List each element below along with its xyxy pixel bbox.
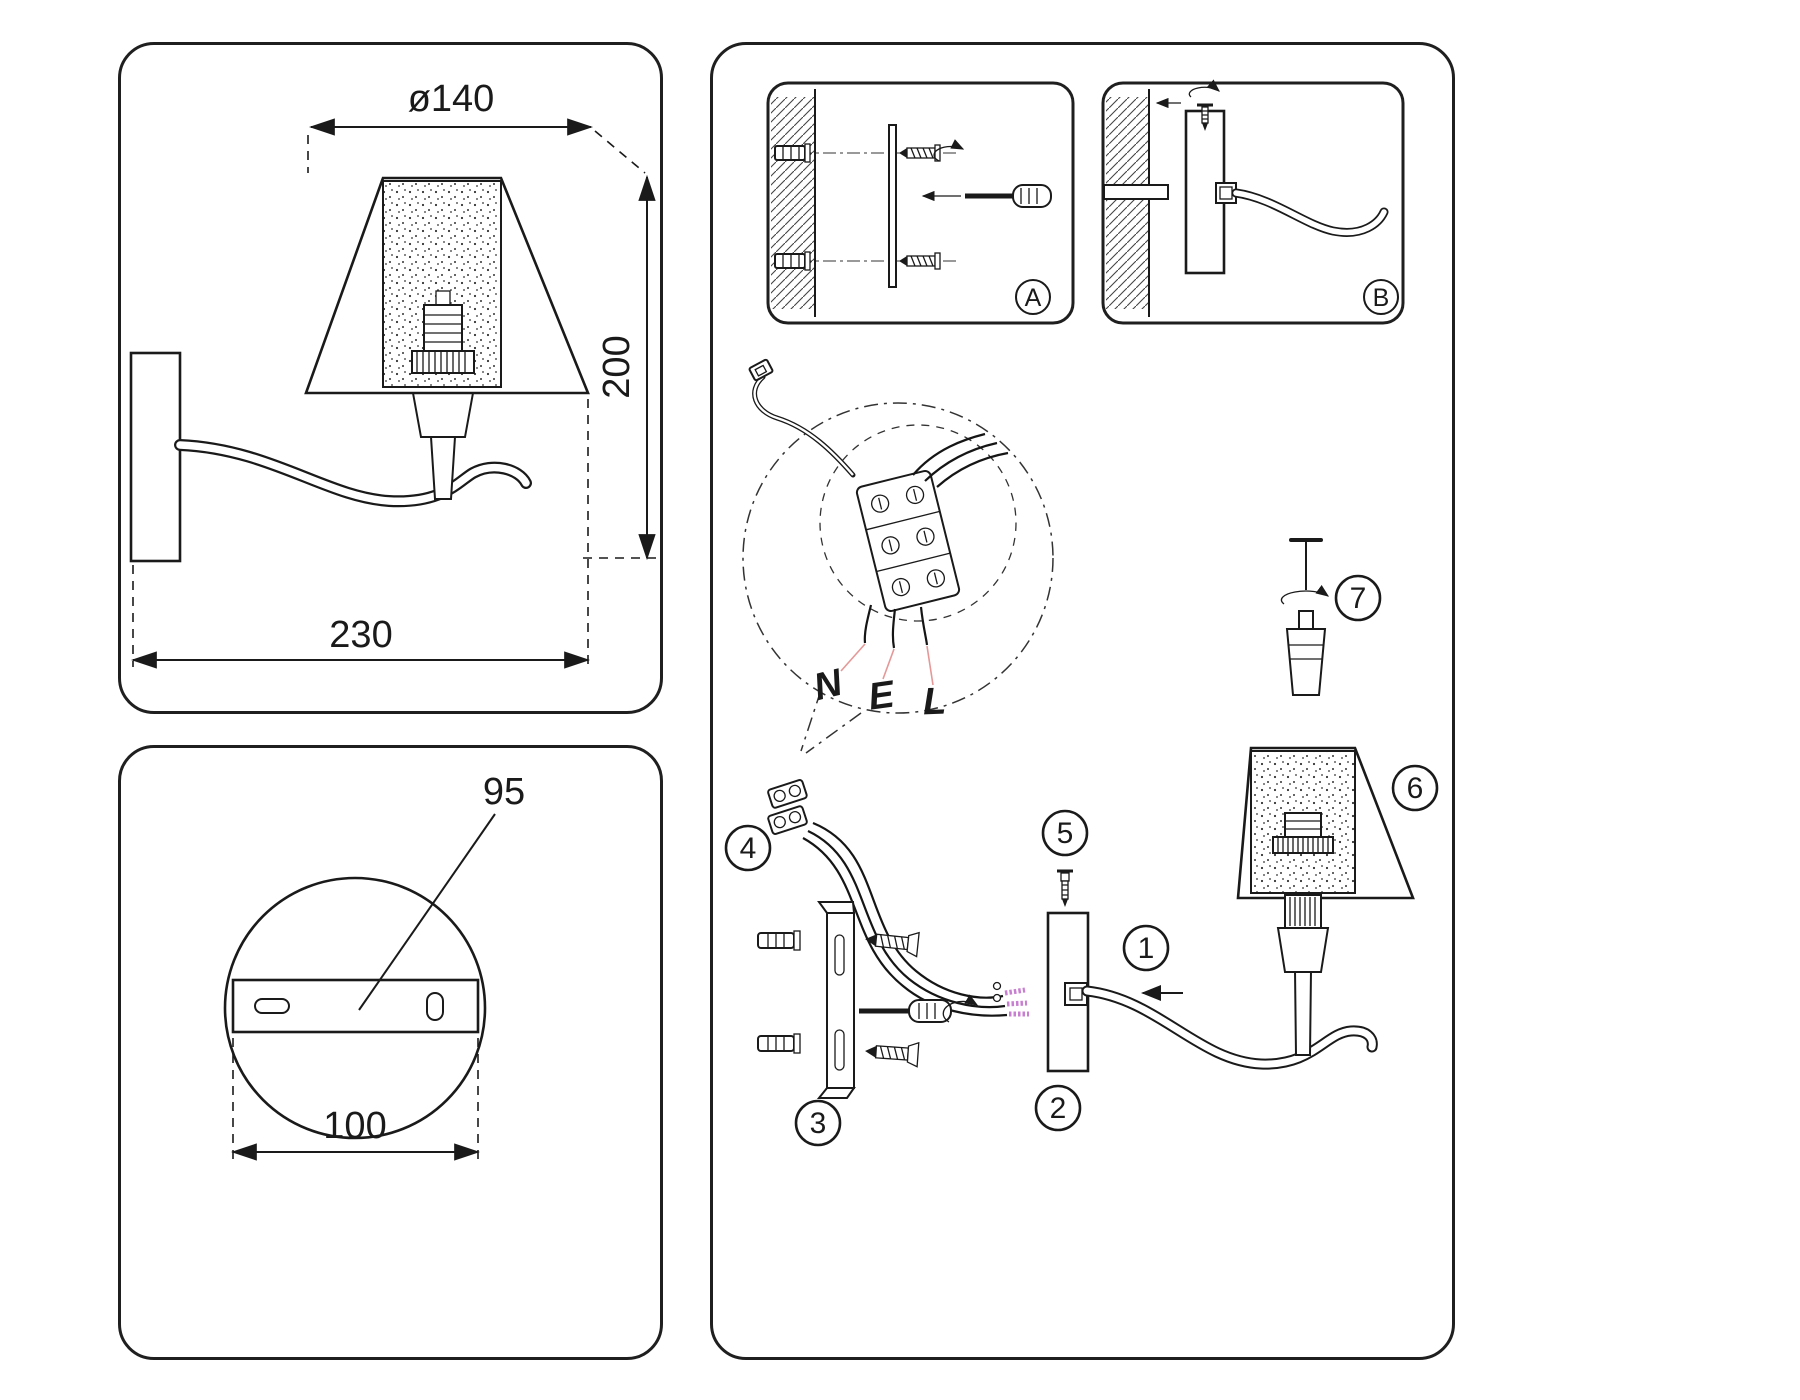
part-4-label: 4 [740, 832, 757, 865]
panel-side-view: ø140 200 230 [118, 42, 663, 714]
screw-vertical [1197, 103, 1213, 131]
step-a-panel: A [766, 81, 1075, 325]
wire-connectors [767, 779, 808, 835]
wall-anchor [774, 143, 811, 163]
dim-hole-spacing-label: 95 [483, 771, 525, 813]
cable-clip [748, 358, 856, 478]
lamp-shade [304, 176, 590, 395]
dim-width-label: 230 [329, 614, 392, 656]
part-7-label: 7 [1350, 582, 1367, 615]
wall-anchor [757, 930, 801, 951]
mounting-bracket [816, 901, 856, 1099]
rotate-arrow-icon [1188, 79, 1220, 98]
wires-top [912, 432, 1009, 488]
wire-e-label: E [866, 673, 899, 718]
panel-backplate-view: 95 100 [118, 745, 663, 1360]
wall-stud [1103, 184, 1169, 200]
mounting-bracket [888, 124, 897, 288]
screwdriver-icon [859, 999, 952, 1023]
wire-ferrules [1004, 987, 1029, 1017]
socket-cup [411, 392, 475, 438]
screw [865, 1041, 920, 1068]
wall-sconce-side-view [129, 176, 590, 563]
part-5-badge [1041, 809, 1089, 857]
backplate-drawing: 95 100 [223, 771, 525, 1161]
wire-leader-lines [840, 643, 934, 686]
part-6-badge [1391, 764, 1439, 812]
part-6-lamp: 6 [1081, 746, 1439, 1070]
leader-line-95 [358, 813, 496, 1011]
screw-vertical [1057, 869, 1073, 907]
step-a-badge [1015, 279, 1051, 315]
wire-l-label: L [922, 681, 947, 724]
bulb-holder [1284, 812, 1322, 838]
socket-neck [1298, 610, 1314, 630]
shade-cone [304, 176, 590, 395]
slot-left [254, 998, 290, 1014]
dimension-annotations: 95 100 [230, 771, 525, 1161]
part-2-label: 2 [1050, 1092, 1067, 1125]
lamp-stem [429, 436, 457, 500]
lamp-arm [1231, 188, 1389, 237]
rotate-arrow-icon [1280, 584, 1330, 605]
part-3-hardware: 3 [757, 901, 979, 1147]
part-2-badge [1034, 1084, 1082, 1132]
rotate-arrow-icon [933, 139, 965, 162]
step-b-label: B [1373, 284, 1390, 312]
lamp-arm [1081, 985, 1378, 1070]
terminal-block [855, 469, 961, 613]
bubble-tail [800, 689, 862, 754]
dim-diameter-label: ø140 [408, 78, 495, 120]
screwdriver-icon [921, 184, 1052, 208]
part-1-badge [1122, 924, 1170, 972]
wire-ring [992, 981, 1002, 991]
wall-plate [129, 351, 182, 563]
part-3-label: 3 [810, 1107, 827, 1140]
socket-cup [1276, 927, 1330, 973]
wires-bottom [863, 604, 929, 649]
part-1-label: 1 [1138, 932, 1155, 965]
part-5-label: 5 [1057, 817, 1074, 850]
step-b-frame [1101, 81, 1405, 325]
screw [899, 252, 941, 270]
wall-hatch [771, 97, 815, 309]
bubble-outline [742, 402, 1054, 714]
shade-cone [1236, 746, 1415, 900]
side-view-drawing: ø140 200 230 [129, 78, 657, 669]
bulb-pin [435, 290, 451, 307]
part-6-label: 6 [1407, 772, 1424, 805]
lamp-arm [174, 439, 532, 508]
rotate-arrow-icon [942, 994, 979, 1023]
socket-sleeve [1285, 628, 1327, 696]
step-b-badge [1363, 279, 1399, 315]
installation-drawing: A [724, 79, 1439, 1147]
part-3-badge [794, 1099, 842, 1147]
dim-height-label: 200 [596, 335, 638, 398]
part-4-badge [724, 824, 772, 872]
panel-installation-steps: A [710, 42, 1455, 1360]
part-2-plate: 2 [1034, 911, 1090, 1132]
pin [1289, 538, 1323, 590]
lamp-stem [1293, 969, 1313, 1056]
wiring-detail-bubble: N E L [742, 358, 1054, 754]
part-7-socket: 7 [1280, 538, 1382, 696]
part-5-screw: 5 [1041, 809, 1089, 907]
part-1-arrow: 1 [1122, 924, 1183, 1001]
part-7-badge [1334, 574, 1382, 622]
step-a-frame [766, 81, 1075, 325]
wall-anchor [774, 251, 811, 271]
bulb-holder [423, 304, 463, 352]
slot-right [426, 992, 444, 1021]
wall-hatch [1106, 97, 1149, 309]
dim-plate-width-label: 100 [323, 1105, 386, 1147]
wall-anchor [757, 1033, 801, 1054]
screw [865, 931, 920, 958]
step-a-label: A [1025, 284, 1042, 312]
backplate-circle [223, 876, 487, 1140]
dimension-annotations: ø140 200 230 [130, 78, 657, 669]
wire-ring [992, 993, 1002, 1003]
part-4-wires: 4 [724, 779, 1029, 1017]
inner-dashed-circle [819, 424, 1017, 622]
step-b-panel: B [1101, 79, 1405, 325]
